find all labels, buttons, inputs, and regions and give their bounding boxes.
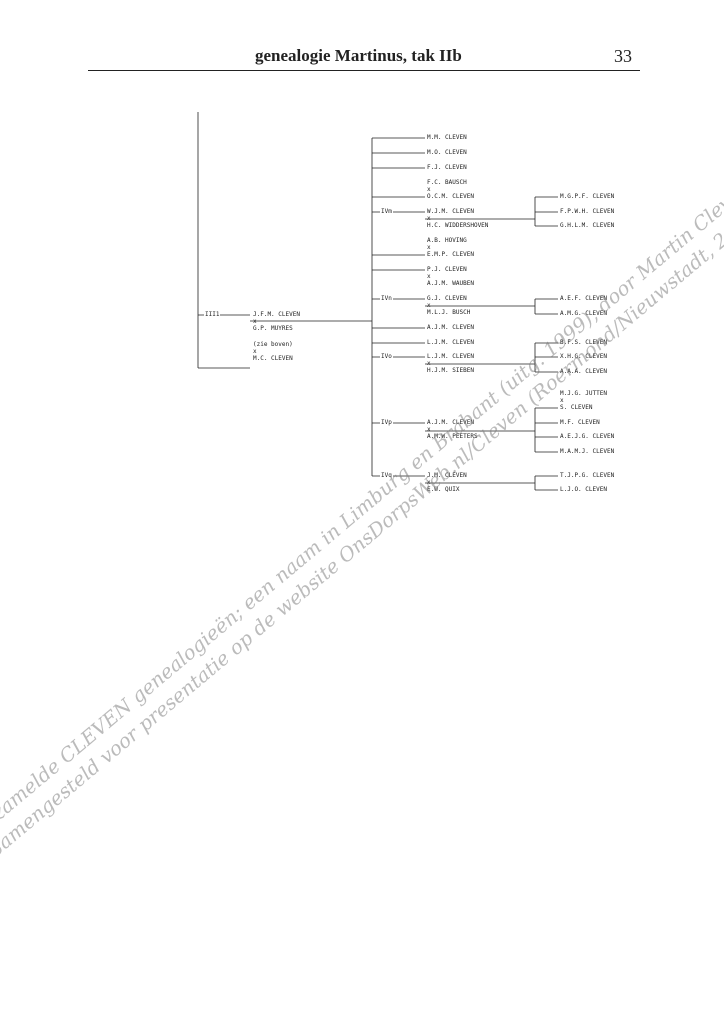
generation-label: IVo (380, 353, 393, 360)
person-name: A.A.A. CLEVEN (559, 368, 608, 375)
note-text: (zie boven) (253, 341, 293, 348)
person-name: W.J.M. CLEVEN (426, 208, 475, 215)
person-name: B.F.S. CLEVEN (559, 339, 608, 346)
person-name: O.C.M. CLEVEN (426, 193, 475, 200)
spouse-name: A.B. HOVING (427, 237, 467, 244)
person-name: M.G.P.F. CLEVEN (559, 193, 616, 200)
marriage-mark: x (253, 348, 257, 355)
person-name: S. CLEVEN (559, 404, 594, 411)
person-name: X.H.G. CLEVEN (559, 353, 608, 360)
spouse-name: M.L.J. BUSCH (426, 309, 472, 316)
generation-label: III1 (204, 311, 221, 318)
person-name: M.M. CLEVEN (426, 134, 468, 141)
person-name: A.J.M. CLEVEN (426, 419, 475, 426)
marriage-mark: x (253, 318, 257, 325)
person-name: G.J. CLEVEN (426, 295, 468, 302)
marriage-mark: x (427, 302, 431, 309)
spouse-name: H.J.M. SIEBEN (426, 367, 475, 374)
spouse-name: M.C. CLEVEN (252, 355, 294, 362)
generation-label: IVn (380, 295, 393, 302)
person-name: A.E.F. CLEVEN (559, 295, 608, 302)
spouse-name: A.M.W. PEETERS (426, 433, 479, 440)
person-name: F.P.W.H. CLEVEN (559, 208, 616, 215)
spouse-name: M.J.G. JUTTEN (560, 390, 607, 397)
person-name: L.J.M. CLEVEN (426, 353, 475, 360)
marriage-mark: x (560, 397, 564, 404)
person-name: J.F.M. CLEVEN (252, 311, 301, 318)
person-name: M.A.M.J. CLEVEN (559, 448, 616, 455)
person-name: F.J. CLEVEN (426, 164, 468, 171)
spouse-name: E.W. QUIX (427, 486, 460, 493)
generation-label: IVp (380, 419, 393, 426)
person-name: T.J.P.G. CLEVEN (559, 472, 616, 479)
spouse-name: F.C. BAUSCH (427, 179, 467, 186)
page-number: 33 (614, 46, 632, 66)
person-name: A.E.J.G. CLEVEN (559, 433, 616, 440)
person-name: M.O. CLEVEN (426, 149, 468, 156)
person-name: G.H.L.M. CLEVEN (559, 222, 616, 229)
person-name: P.J. CLEVEN (426, 266, 468, 273)
header-rule (88, 70, 640, 71)
marriage-mark: x (427, 360, 431, 367)
spouse-name: G.P. MUYRES (253, 325, 293, 332)
page-header-title: genealogie Martinus, tak IIb (255, 46, 462, 65)
person-name: A.M.G. CLEVEN (559, 310, 608, 317)
spouse-name: H.C. WIDDERSHOVEN (426, 222, 490, 229)
generation-label: IVq (380, 472, 393, 479)
spouse-name: A.J.M. WAUBEN (427, 280, 474, 287)
marriage-mark: x (427, 244, 431, 251)
person-name: L.J.O. CLEVEN (559, 486, 608, 493)
person-name: L.J.M. CLEVEN (426, 339, 475, 346)
person-name: E.M.P. CLEVEN (426, 251, 475, 258)
person-name: M.F. CLEVEN (559, 419, 601, 426)
marriage-mark: x (427, 426, 431, 433)
person-name: J.M. CLEVEN (426, 472, 468, 479)
marriage-mark: x (427, 215, 431, 222)
marriage-mark: x (427, 479, 431, 486)
person-name: A.J.M. CLEVEN (426, 324, 475, 331)
marriage-mark: x (427, 273, 431, 280)
marriage-mark: x (427, 186, 431, 193)
generation-label: IVm (380, 208, 393, 215)
